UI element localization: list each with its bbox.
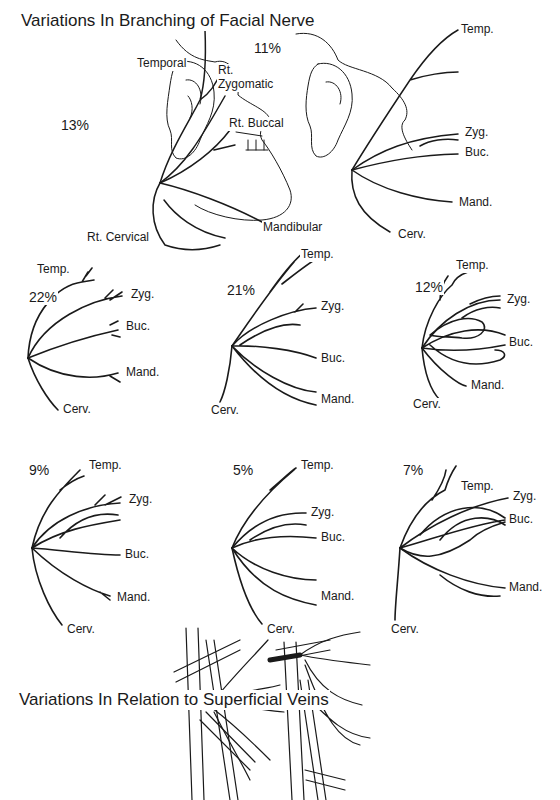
nerve-branch-label: Cerv. [66, 623, 96, 637]
nerve-branch-label: Mand. [470, 379, 505, 393]
nerve-branch-label: Temp. [455, 259, 490, 273]
nerve-branch-label: Buc. [320, 531, 346, 545]
nerve-branch-label: Temp. [300, 248, 335, 262]
nerve-branch-label: Temporal [136, 57, 187, 71]
nerve-branch-label: Temp. [36, 263, 71, 277]
percentage-label: 5% [232, 462, 254, 478]
nerve-branch-label: Mand. [116, 591, 151, 605]
nerve-branch-label: Mand. [320, 393, 355, 407]
vein-figure [168, 628, 284, 800]
nerve-branch-label: Zyg. [506, 293, 531, 307]
percentage-label: 13% [60, 117, 90, 133]
nerve-branch-label: Cerv. [62, 403, 92, 417]
percentage-label: 12% [414, 279, 444, 295]
percentage-label: 7% [402, 462, 424, 478]
nerve-branch-label: Cerv. [412, 398, 442, 412]
nerve-branch-label: Zyg. [130, 288, 155, 302]
nerve-branch-label: Temp. [88, 459, 123, 473]
nerve-branch-label: Temp. [460, 480, 495, 494]
nerve-branch-label: Zyg. [310, 506, 335, 520]
nerve-branch-label: Rt. Zygomatic [217, 64, 283, 92]
nerve-branch-label: Mand. [508, 581, 543, 595]
nerve-branch-label: Temp. [300, 459, 335, 473]
diagram-title: Variations In Branching of Facial Nerve [20, 11, 316, 31]
nerve-branch-label: Rt. Buccal [228, 117, 285, 131]
nerve-branch-label: Cerv. [266, 623, 296, 637]
nerve-branch-label: Zyg. [320, 300, 345, 314]
section-heading: Variations In Relation to Superficial Ve… [18, 690, 330, 710]
nerve-branch-label: Buc. [508, 513, 534, 527]
percentage-label: 9% [28, 462, 50, 478]
percentage-label: 11% [253, 40, 282, 56]
nerve-branch-label: Buc. [508, 336, 534, 350]
face-outline [167, 33, 412, 220]
nerve-branch-label: Mand. [125, 366, 160, 380]
nerve-branch-label: Cerv. [210, 404, 240, 418]
vein-figure [270, 632, 370, 800]
nerve-branch-label: Mand. [458, 196, 493, 210]
nerve-branch-label: Buc. [125, 320, 151, 334]
nerve-branch-label: Zyg. [512, 490, 537, 504]
percentage-label: 22% [28, 289, 58, 305]
percentage-label: 21% [226, 282, 256, 298]
nerve-branch-label: Temp. [460, 23, 495, 37]
nerve-branch-label: Zyg. [128, 493, 153, 507]
nerve-branch-label: Mandibular [262, 221, 323, 235]
nerve-branch-label: Mand. [320, 590, 355, 604]
nerve-branch-label: Zyg. [464, 126, 489, 140]
nerve-branch-label: Cerv. [390, 623, 420, 637]
nerve-branch-label: Buc. [320, 352, 346, 366]
nerve-branch-label: Cerv. [397, 228, 427, 242]
nerve-branch-label: Buc. [464, 146, 490, 160]
nerve-branch-label: Rt. Cervical [86, 231, 150, 245]
nerve-branch-label: Buc. [124, 548, 150, 562]
